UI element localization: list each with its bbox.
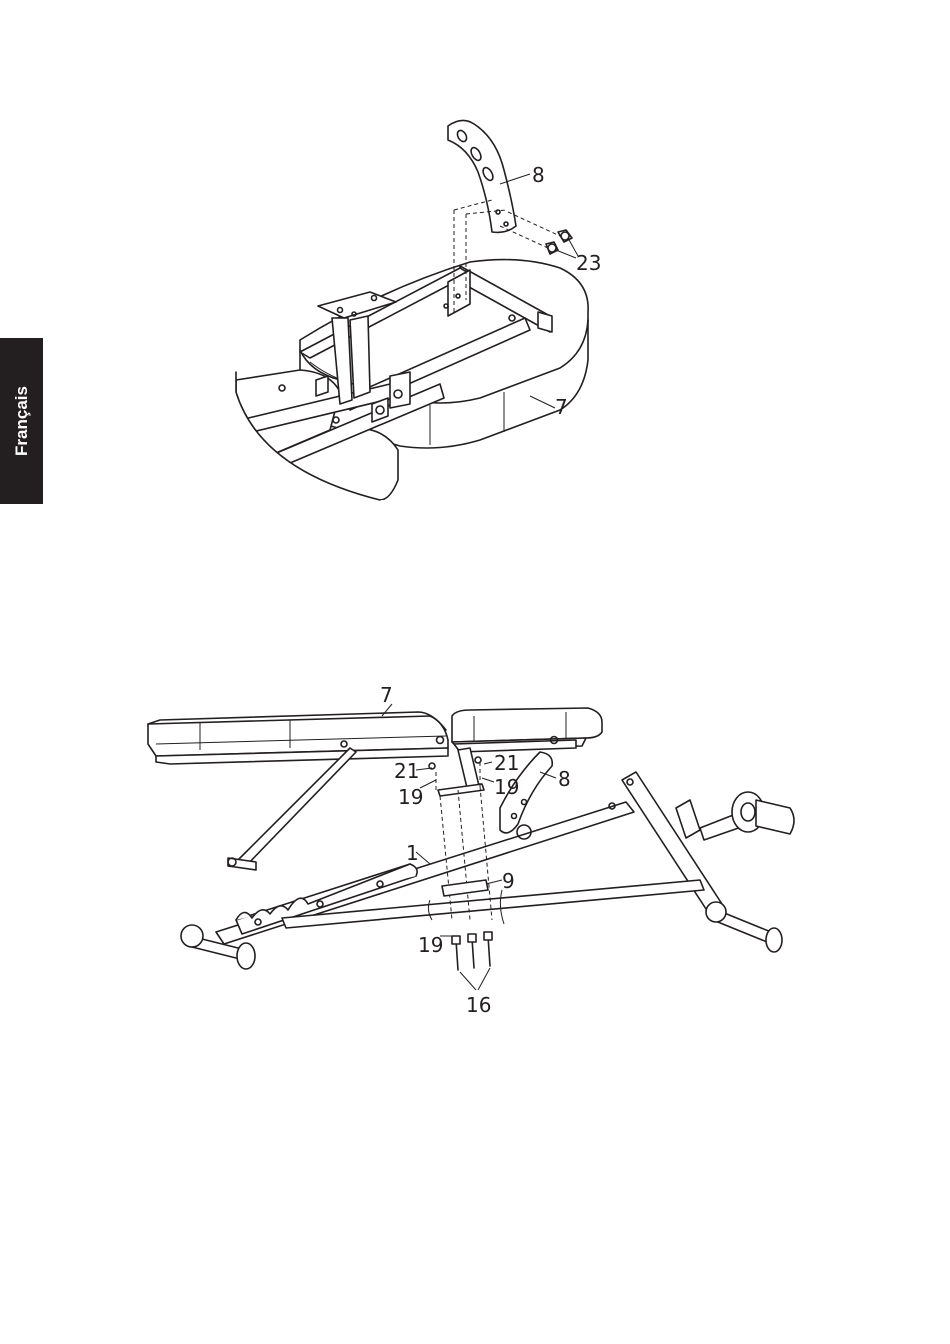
callout-spacer-right: 19: [494, 775, 519, 799]
callout-backrest-bracket: 8: [532, 163, 545, 187]
callout-washer-left: 21: [394, 759, 419, 783]
callout-plate: 9: [502, 869, 515, 893]
bottom-assembly-figure: [148, 704, 794, 990]
callout-spacer-left: 19: [398, 785, 423, 809]
callout-washer-right: 21: [494, 751, 519, 775]
callout-backrest-pad: 7: [555, 395, 568, 419]
callout-screws: 23: [576, 251, 601, 275]
callout-main-frame: 1: [406, 841, 419, 865]
callout-bracket: 8: [558, 767, 571, 791]
callout-seat: 7: [380, 683, 393, 707]
callout-bolts: 16: [466, 993, 491, 1017]
callout-spacer-bottom: 19: [418, 933, 443, 957]
